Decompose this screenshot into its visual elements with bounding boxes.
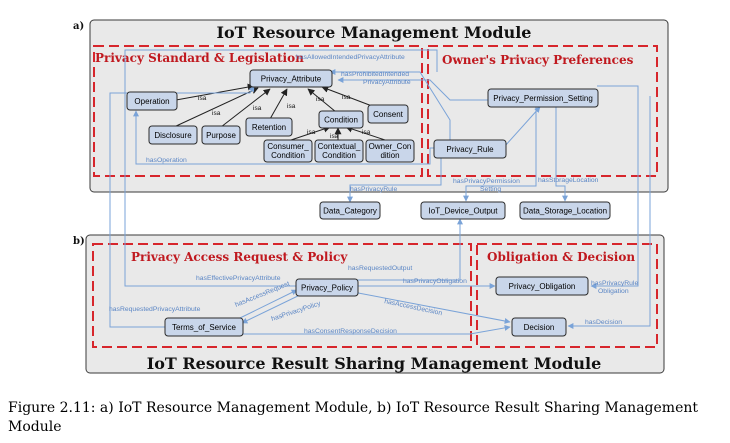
svg-text:Privacy_Attribute: Privacy_Attribute (261, 75, 322, 84)
svg-text:Data_Storage_Location: Data_Storage_Location (523, 207, 607, 216)
svg-text:Privacy_Permission_Setting: Privacy_Permission_Setting (493, 94, 593, 103)
svg-text:Privacy_Rule: Privacy_Rule (446, 145, 494, 154)
node-iot-device-output: IoT_Device_Output (420, 201, 506, 220)
isa-label: isa (316, 96, 325, 103)
section-access-request-title: Privacy Access Request & Policy (131, 250, 348, 264)
module-b-panel (85, 234, 665, 374)
node-privacy-rule: Privacy_Rule (433, 139, 507, 159)
rel-has-requested-output: hasRequestedOutput (348, 265, 412, 272)
node-condition: Condition (318, 110, 364, 129)
svg-text:dition: dition (380, 151, 399, 160)
svg-text:IoT_Device_Output: IoT_Device_Output (429, 207, 499, 216)
figure-caption: Figure 2.11: a) IoT Resource Management … (8, 400, 698, 435)
rel-has-privacy-rule: hasPrivacyRule (350, 186, 397, 193)
svg-text:Privacy_Obligation: Privacy_Obligation (509, 282, 576, 291)
node-data-category: Data_Category (319, 201, 381, 220)
isa-label: isa (362, 129, 371, 136)
isa-label: isa (287, 103, 296, 110)
isa-label: isa (307, 129, 316, 136)
isa-label: isa (342, 94, 351, 101)
module-b-title: IoT Resource Result Sharing Management M… (147, 354, 602, 373)
rel-has-operation: hasOperation (146, 157, 187, 164)
svg-text:Condition: Condition (271, 151, 305, 160)
rel-has-allowed-intended: hasAllowedIntendedPrivacyAttribute (296, 54, 405, 61)
node-operation: Operation (126, 91, 178, 111)
node-owner-condition: Owner_Con dition (365, 139, 415, 163)
svg-text:Condition: Condition (324, 116, 358, 125)
node-privacy-obligation: Privacy_Obligation (495, 276, 589, 296)
section-owner-prefs-title: Owner's Privacy Preferences (442, 53, 634, 67)
node-decision: Decision (511, 317, 567, 337)
relation-edges (109, 49, 651, 335)
rel-has-prohibited-intended-2: PrivacyAttribute (363, 79, 411, 86)
isa-label: isa (253, 105, 262, 112)
node-privacy-attribute: Privacy_Attribute (249, 69, 333, 88)
rel-has-decision: hasDecision (585, 319, 622, 326)
rel-has-privacy-obligation: hasPrivacyObligation (403, 278, 467, 285)
module-a-title: IoT Resource Management Module (217, 23, 532, 42)
node-purpose: Purpose (201, 125, 241, 145)
rel-has-privacy-permission-1: hasPrivacyPermission (453, 178, 520, 185)
svg-text:Operation: Operation (134, 97, 169, 106)
node-disclosure: Disclosure (148, 125, 198, 145)
node-consent: Consent (367, 104, 409, 124)
rel-has-privacy-rule-obligation-2: Obligation (598, 288, 629, 295)
isa-edges (173, 83, 389, 142)
rel-has-effective-privacy-attribute: hasEffectivePrivacyAttribute (196, 275, 281, 282)
rel-has-requested-privacy-attribute: hasRequestedPrivacyAttribute (109, 306, 201, 313)
section-access-request-box (92, 243, 472, 348)
isa-label: isa (198, 95, 207, 102)
svg-text:Purpose: Purpose (206, 131, 236, 140)
node-retention: Retention (245, 117, 293, 137)
svg-text:Disclosure: Disclosure (154, 131, 192, 140)
svg-text:Condition: Condition (322, 151, 356, 160)
node-data-storage-location: Data_Storage_Location (519, 201, 611, 220)
rel-has-consent-response-decision: hasConsentResponseDecision (304, 328, 397, 335)
section-privacy-standard-box (93, 45, 423, 177)
svg-text:Owner_Con: Owner_Con (369, 142, 412, 151)
isa-label: isa (330, 133, 339, 140)
svg-text:Terms_of_Service: Terms_of_Service (172, 323, 237, 332)
node-privacy-policy: Privacy_Policy (295, 278, 359, 297)
node-consumer-condition: Consumer_ Condition (263, 139, 313, 163)
section-obligation-title: Obligation & Decision (487, 250, 635, 264)
rel-has-privacy-permission-2: Setting (480, 186, 501, 193)
svg-text:Consent: Consent (373, 110, 404, 119)
part-label-a: a) (73, 21, 84, 32)
module-diagram: a) b) IoT Resource Management Module IoT… (73, 19, 669, 374)
svg-text:Decision: Decision (524, 323, 555, 332)
section-owner-prefs-box (427, 45, 658, 177)
section-obligation-box (476, 243, 658, 348)
rel-has-privacy-rule-obligation-1: hasPrivacyRule (591, 280, 638, 287)
svg-text:Retention: Retention (252, 123, 286, 132)
svg-text:Data_Category: Data_Category (323, 207, 377, 216)
part-label-b: b) (73, 236, 85, 247)
isa-label: isa (212, 110, 221, 117)
svg-text:Contextual_: Contextual_ (318, 142, 361, 151)
isa-labels: isa isa isa isa isa isa isa isa isa (198, 94, 371, 140)
node-contextual-condition: Contextual_ Condition (314, 139, 364, 163)
rel-has-prohibited-intended-1: hasProhibitedIntended (341, 71, 409, 78)
rel-has-storage-location: hasStorageLocation (538, 177, 599, 184)
section-privacy-standard-title: Privacy Standard & Legislation (95, 51, 304, 65)
svg-text:Privacy_Policy: Privacy_Policy (301, 284, 353, 293)
node-terms-of-service: Terms_of_Service (164, 317, 244, 337)
node-privacy-permission-setting: Privacy_Permission_Setting (487, 88, 599, 108)
svg-text:Consumer_: Consumer_ (267, 142, 309, 151)
